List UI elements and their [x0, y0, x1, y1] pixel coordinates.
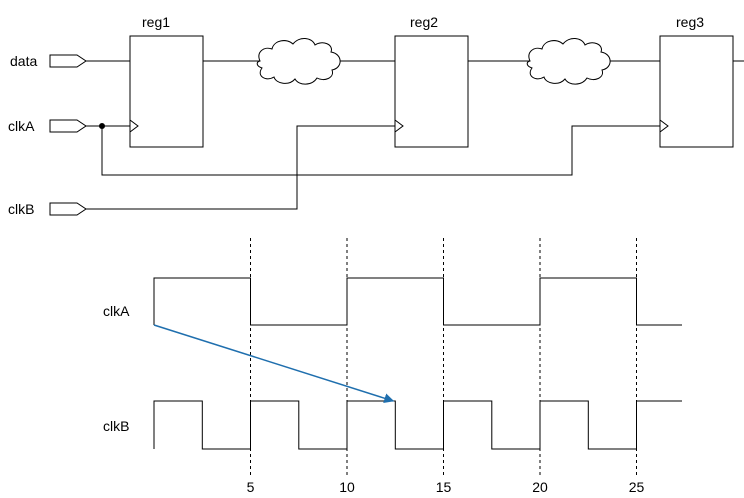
register-reg1: reg1: [129, 14, 204, 148]
port-data: data: [10, 53, 87, 69]
timing-arrow: [153, 324, 395, 404]
input-port-icon: [49, 202, 87, 216]
register-box: [394, 35, 469, 148]
register-box: [659, 35, 734, 148]
port-label-clkA: clkA: [8, 118, 35, 134]
wave-label-clkA: clkA: [103, 303, 130, 319]
register-reg3: reg3: [659, 14, 734, 148]
register-reg2: reg2: [394, 14, 469, 148]
tick-label: 15: [436, 479, 452, 495]
wire-clkB-to-reg2: [86, 125, 395, 210]
clock-input-icon: [394, 119, 404, 133]
cloud-icon: [526, 38, 611, 85]
tick-label: 25: [629, 479, 645, 495]
input-port-icon: [49, 119, 87, 133]
cloud-icon: [256, 38, 341, 85]
tick-label: 20: [532, 479, 548, 495]
port-clkA: clkA: [8, 118, 87, 134]
wire-clkA-to-reg3: [101, 125, 660, 176]
clock-input-icon: [129, 119, 139, 133]
clock-input-icon: [659, 119, 669, 133]
waveform-clkB: [153, 400, 682, 450]
port-label-clkB: clkB: [8, 201, 34, 217]
wave-label-clkB: clkB: [103, 418, 129, 434]
port-label-data: data: [10, 53, 37, 69]
input-port-icon: [49, 54, 87, 68]
register-label-reg2: reg2: [410, 14, 438, 30]
register-label-reg3: reg3: [676, 14, 704, 30]
time-axis-labels: 5 10 15 20 25: [247, 479, 645, 495]
register-box: [129, 35, 204, 148]
tick-label: 5: [247, 479, 255, 495]
register-label-reg1: reg1: [142, 14, 170, 30]
tick-label: 10: [339, 479, 355, 495]
port-clkB: clkB: [8, 201, 87, 217]
waveform-clkA: [153, 277, 682, 326]
